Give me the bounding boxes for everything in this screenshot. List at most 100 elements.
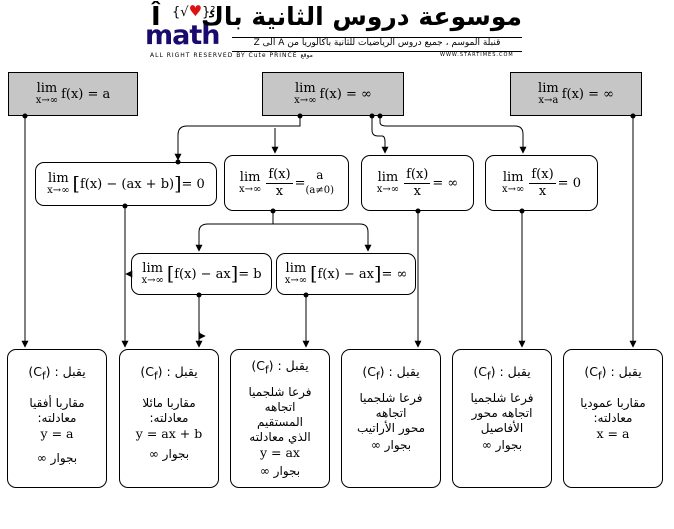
- result-parabolic-y-axis: يقبل : (Cf) فرعا شلجميا اتجاهه محور الأر…: [341, 349, 441, 488]
- arrow-ratio-a-to-diff-inf: [273, 223, 372, 252]
- result-lead: يقبل : (Cf): [140, 364, 198, 383]
- logo-math: math: [145, 20, 220, 51]
- result-lead: يقبل : (Cf): [473, 364, 531, 383]
- result-line: الأفاصيل: [480, 420, 524, 435]
- result-line: فرعا شلجميا: [359, 390, 423, 405]
- logo-letter: Î: [151, 2, 161, 32]
- result-line: معادلته:: [37, 410, 77, 425]
- arrow-ratio-a-to-diff-b: [195, 223, 273, 252]
- lim-label: lim: [239, 170, 261, 185]
- limit-expression: f(x) − ax: [317, 266, 375, 282]
- arrow-center-to-oblique: [174, 116, 301, 161]
- fraction-numerator: f(x): [404, 166, 431, 184]
- result-near: بجوار ∞: [481, 437, 523, 452]
- fraction-numerator: f(x): [529, 166, 556, 184]
- result-near: بجوار ∞: [370, 437, 412, 452]
- result-equation: y = ax + b: [135, 425, 203, 441]
- result-lead: يقبل : (Cf): [28, 364, 86, 383]
- limit-value: = ∞: [381, 266, 408, 282]
- limit-expression: f(x) = ∞: [561, 86, 614, 102]
- close-bracket: ]: [374, 263, 382, 285]
- lim-sub: x→∞: [35, 95, 59, 106]
- fraction-denominator: x: [413, 183, 421, 199]
- result-lead: يقبل : (Cf): [584, 364, 642, 383]
- result-line: الذي معادلته: [249, 429, 311, 444]
- result-lead: يقبل : (Cf): [362, 364, 420, 383]
- result-near: بجوار ∞: [259, 463, 301, 478]
- close-bracket: ]: [230, 263, 239, 285]
- lim-label: lim: [48, 171, 69, 186]
- limit-value: = 0: [181, 176, 205, 192]
- result-equation: y = ax: [260, 444, 300, 460]
- result-lead: يقبل : (Cf): [251, 358, 309, 377]
- result-parabolic-line: يقبل : (Cf) فرعا شلجميا اتجاهه المستقيم …: [230, 349, 330, 488]
- lim-label: lim: [538, 81, 559, 96]
- limit-expression: f(x) = a: [61, 86, 111, 102]
- lim-label: lim: [285, 261, 307, 276]
- lim-label: lim: [142, 261, 163, 276]
- result-line: معادلته:: [593, 410, 633, 425]
- fraction-denominator: x: [538, 183, 547, 199]
- lim-label: lim: [36, 81, 58, 96]
- rights-notice: ALL RIGHT RESERVED BY Cute PRINCE موقع: [150, 52, 410, 62]
- lim-label: lim: [295, 81, 316, 96]
- arrow-center-to-ratio-zero: [379, 116, 527, 154]
- result-line: فرعا شلجميا: [470, 390, 534, 405]
- result-line: مقاربا عموديا: [580, 395, 646, 410]
- lim-sub: x→∞: [502, 184, 525, 195]
- equals-sign: =: [294, 175, 306, 191]
- page-title: موسوعة دروس الثانية باك: [200, 2, 523, 31]
- result-line: اتجاهه: [264, 399, 296, 414]
- lim-sub: x→∞: [284, 275, 308, 286]
- fraction-numerator: f(x): [266, 166, 293, 184]
- site-address: WWW.STARTIMES.COM: [440, 52, 514, 58]
- lim-label: lim: [502, 170, 524, 185]
- arrow-diff-b-to-result3: [198, 295, 206, 340]
- result-line: المستقيم: [257, 414, 303, 429]
- arrow-center-to-ratio-inf: [371, 116, 389, 154]
- result-near: بجوار ∞: [36, 450, 78, 465]
- limit-value: = ∞: [432, 175, 459, 191]
- result-line: فرعا شلجميا: [248, 384, 312, 399]
- lim-sub: x→∞: [141, 275, 164, 286]
- result-oblique-asymptote: يقبل : (Cf) مقاربا مائلا معادلته: y = ax…: [119, 349, 219, 488]
- result-line: اتجاهه: [375, 405, 407, 420]
- lim-label: lim: [377, 170, 399, 185]
- result-line: محور الأراتيب: [356, 420, 426, 435]
- logo-formula: {√♥}²: [172, 2, 216, 20]
- result-line: مقاربا مائلا: [142, 395, 196, 410]
- rights-text: ALL RIGHT RESERVED BY Cute PRINCE: [150, 52, 298, 59]
- result-near: بجوار ∞: [148, 446, 190, 461]
- limit-value: a: [316, 168, 324, 182]
- rights-arabic: موقع: [300, 52, 313, 59]
- limit-value: = 0: [557, 175, 581, 191]
- result-vertical-asymptote: يقبل : (Cf) مقاربا عموديا معادلته: x = a: [563, 349, 663, 488]
- logo-formula-end: }²: [202, 5, 216, 20]
- result-line: مقاربا أفقيا: [29, 395, 85, 410]
- close-bracket: ]: [174, 173, 182, 195]
- result-horizontal-asymptote: يقبل : (Cf) مقاربا أفقيا معادلته: y = a …: [7, 349, 107, 488]
- limit-expression: f(x) = ∞: [319, 86, 372, 102]
- lim-sub: x→∞: [294, 95, 317, 106]
- limit-condition: (a≠0): [305, 185, 335, 196]
- result-line: معادلته:: [149, 410, 189, 425]
- open-bracket: [: [72, 173, 80, 195]
- result-line: اتجاهه محور: [471, 405, 533, 420]
- page-subtitle: قنبلة الموسم ، جميع دروس الرياضيات للثان…: [232, 37, 522, 52]
- fraction-denominator: x: [275, 183, 284, 199]
- open-bracket: [: [166, 263, 175, 285]
- result-equation: y = a: [40, 425, 74, 441]
- limit-expression: f(x) − ax: [174, 266, 231, 282]
- limit-expression: f(x) − (ax + b): [79, 176, 175, 192]
- result-parabolic-x-axis: يقبل : (Cf) فرعا شلجميا اتجاهه محور الأف…: [452, 349, 552, 488]
- heart-icon: ♥: [188, 2, 203, 20]
